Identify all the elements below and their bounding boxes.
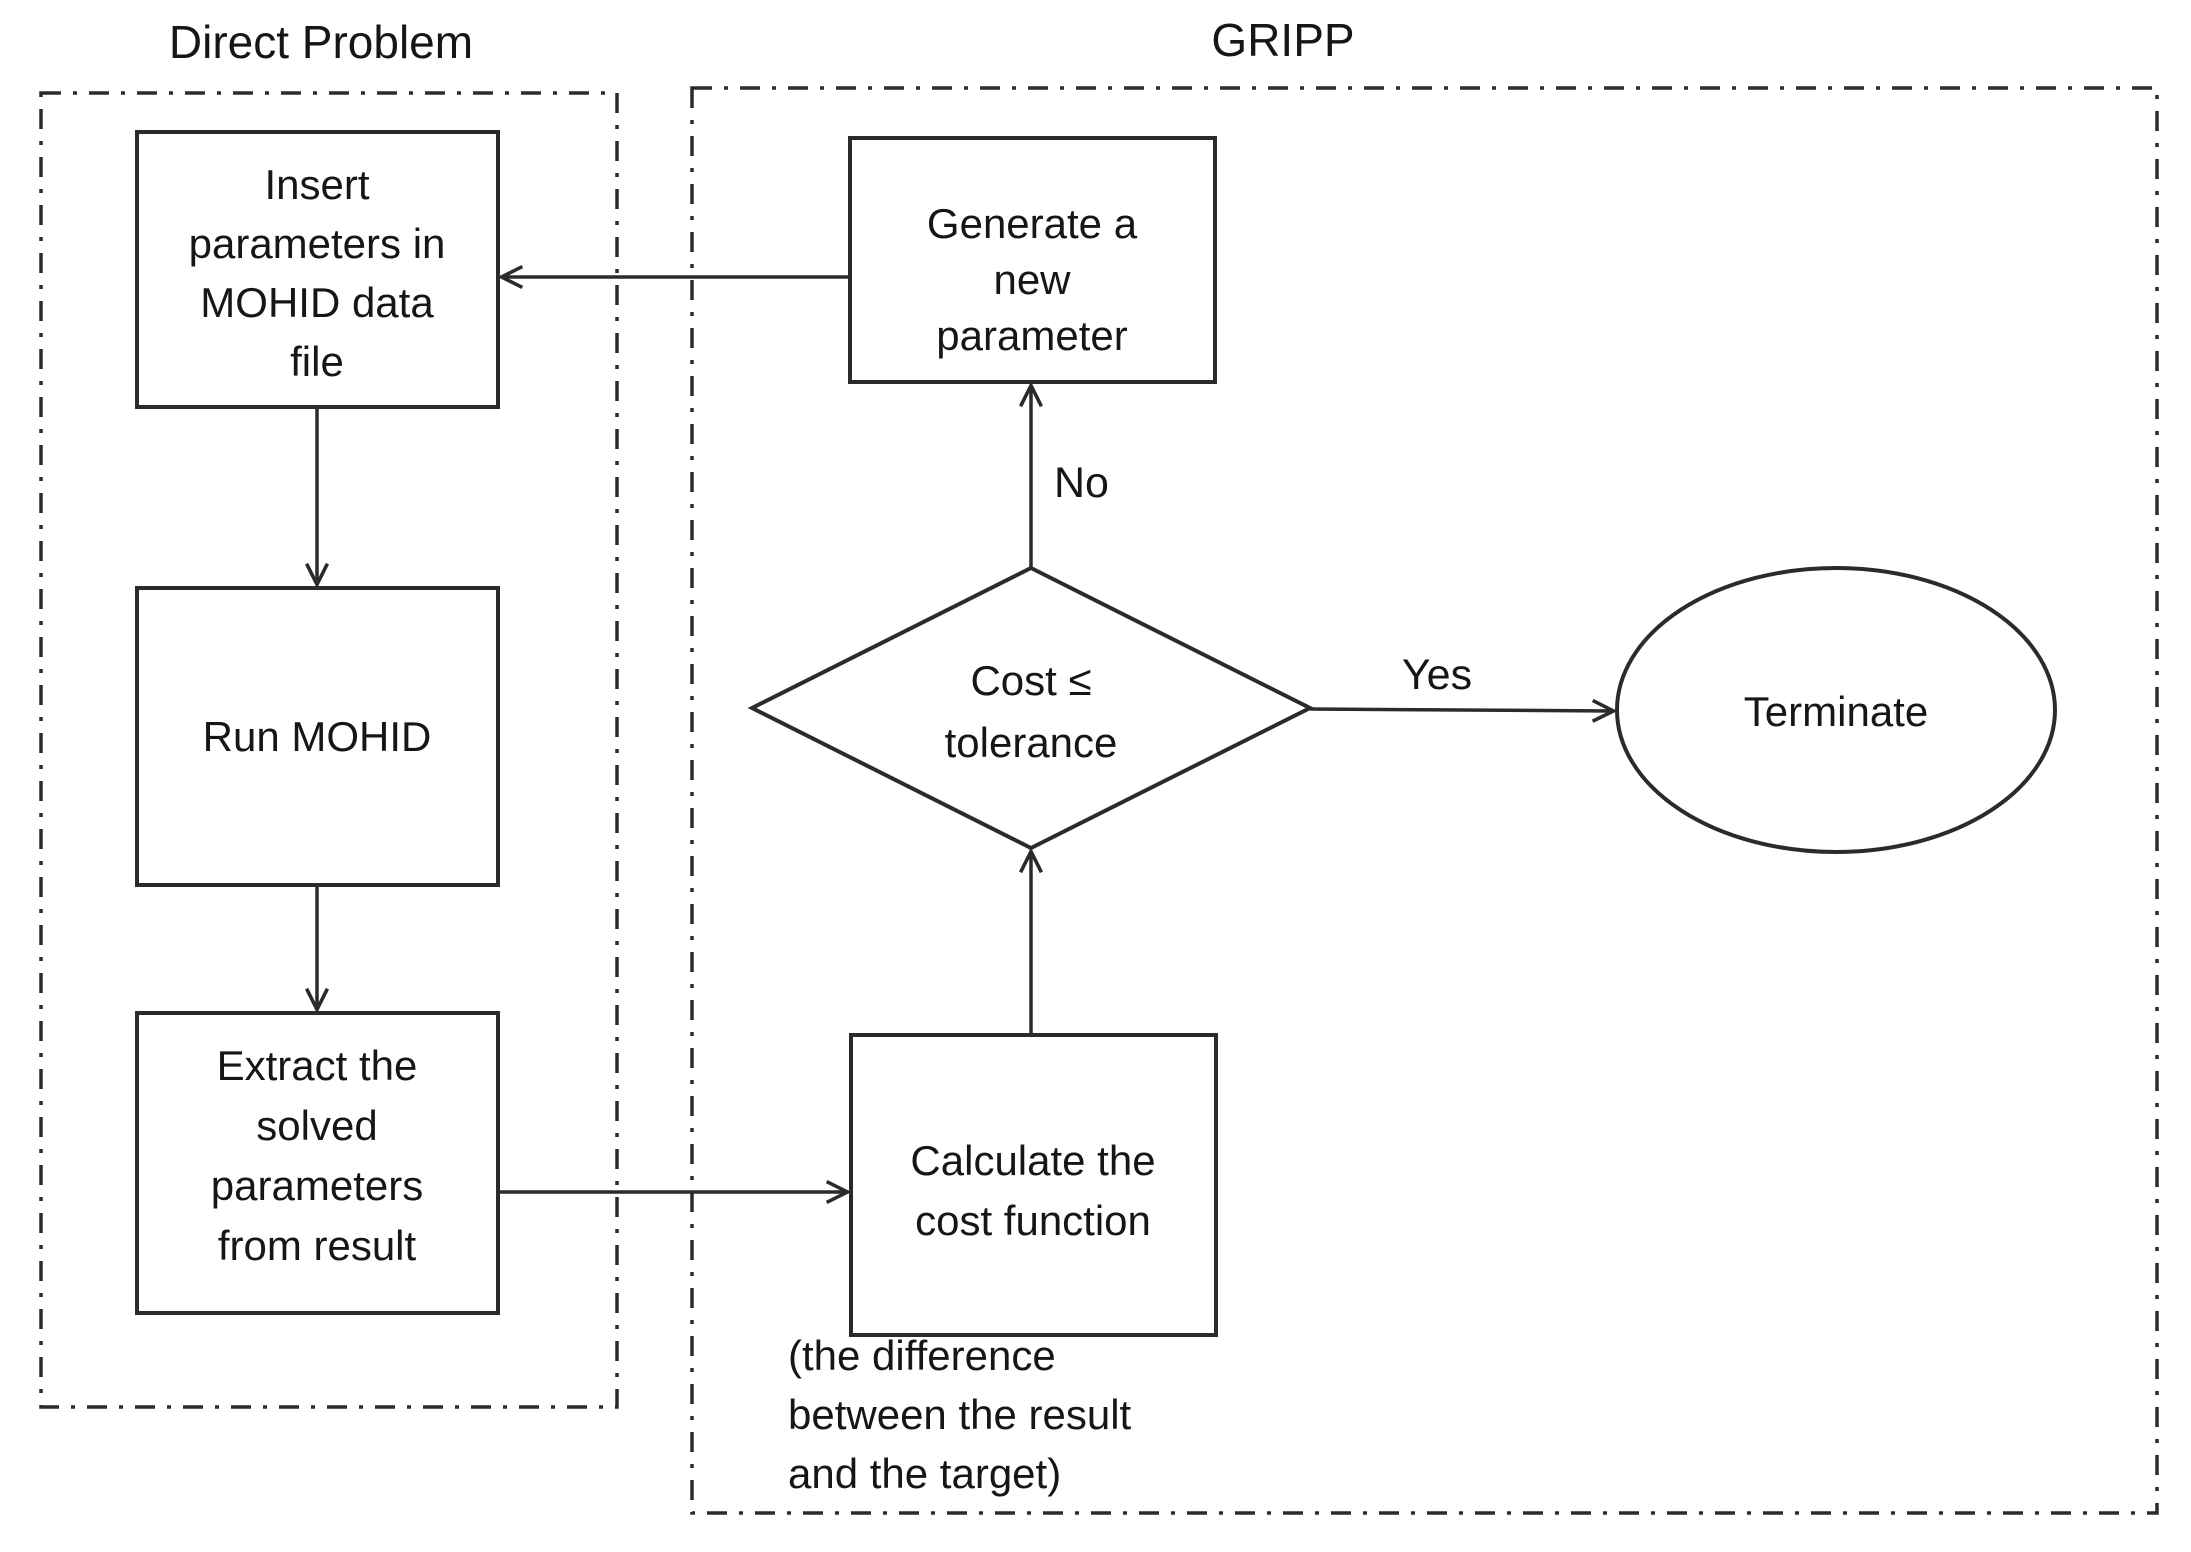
no-branch-label: No	[1054, 459, 1109, 507]
insert-line-1: Insert	[264, 161, 369, 208]
gripp-title: GRIPP	[1211, 14, 1354, 66]
generate-line-1: Generate a	[927, 200, 1138, 247]
cost-tolerance-text: Cost ≤ tolerance	[945, 657, 1118, 766]
calculate-cost-box	[849, 1033, 1218, 1337]
calculate-line-2: cost function	[915, 1197, 1151, 1244]
insert-parameters-box	[135, 130, 500, 409]
gripp-border	[690, 86, 2159, 1515]
extract-line-3: parameters	[211, 1162, 423, 1209]
extract-line-2: solved	[256, 1102, 377, 1149]
extract-line-1: Extract the	[217, 1042, 418, 1089]
extract-parameters-text: Extract the solved parameters from resul…	[211, 1042, 423, 1269]
generate-parameter-box	[848, 136, 1217, 384]
decision-line-2: tolerance	[945, 719, 1118, 766]
insert-line-4: file	[290, 338, 344, 385]
caption-line-2: between the result	[788, 1391, 1132, 1438]
calculate-cost-text: Calculate the cost function	[910, 1137, 1155, 1244]
generate-parameter-text: Generate a new parameter	[927, 200, 1138, 359]
caption-line-1: (the difference	[788, 1332, 1056, 1379]
yes-branch-label: Yes	[1402, 651, 1472, 699]
run-mohid-text: Run MOHID	[203, 713, 432, 760]
generate-line-3: parameter	[936, 312, 1127, 359]
extract-parameters-box	[135, 1011, 500, 1315]
terminate-ellipse	[1615, 566, 2057, 854]
calculate-line-1: Calculate the	[910, 1137, 1155, 1184]
direct-problem-border	[39, 91, 619, 1409]
insert-parameters-text: Insert parameters in MOHID data file	[189, 161, 446, 385]
cost-function-caption: (the difference between the result and t…	[788, 1332, 1132, 1497]
decision-line-1: Cost ≤	[970, 657, 1091, 704]
direct-problem-title: Direct Problem	[169, 16, 473, 68]
arrow-decision-to-terminate	[1309, 698, 1618, 723]
insert-line-3: MOHID data	[200, 279, 434, 326]
caption-line-3: and the target)	[788, 1450, 1061, 1497]
cost-tolerance-diamond	[747, 565, 1315, 851]
terminate-text: Terminate	[1744, 688, 1928, 735]
insert-line-2: parameters in	[189, 220, 446, 267]
extract-line-4: from result	[218, 1222, 417, 1269]
run-mohid-box	[135, 586, 500, 887]
generate-line-2: new	[993, 256, 1071, 303]
